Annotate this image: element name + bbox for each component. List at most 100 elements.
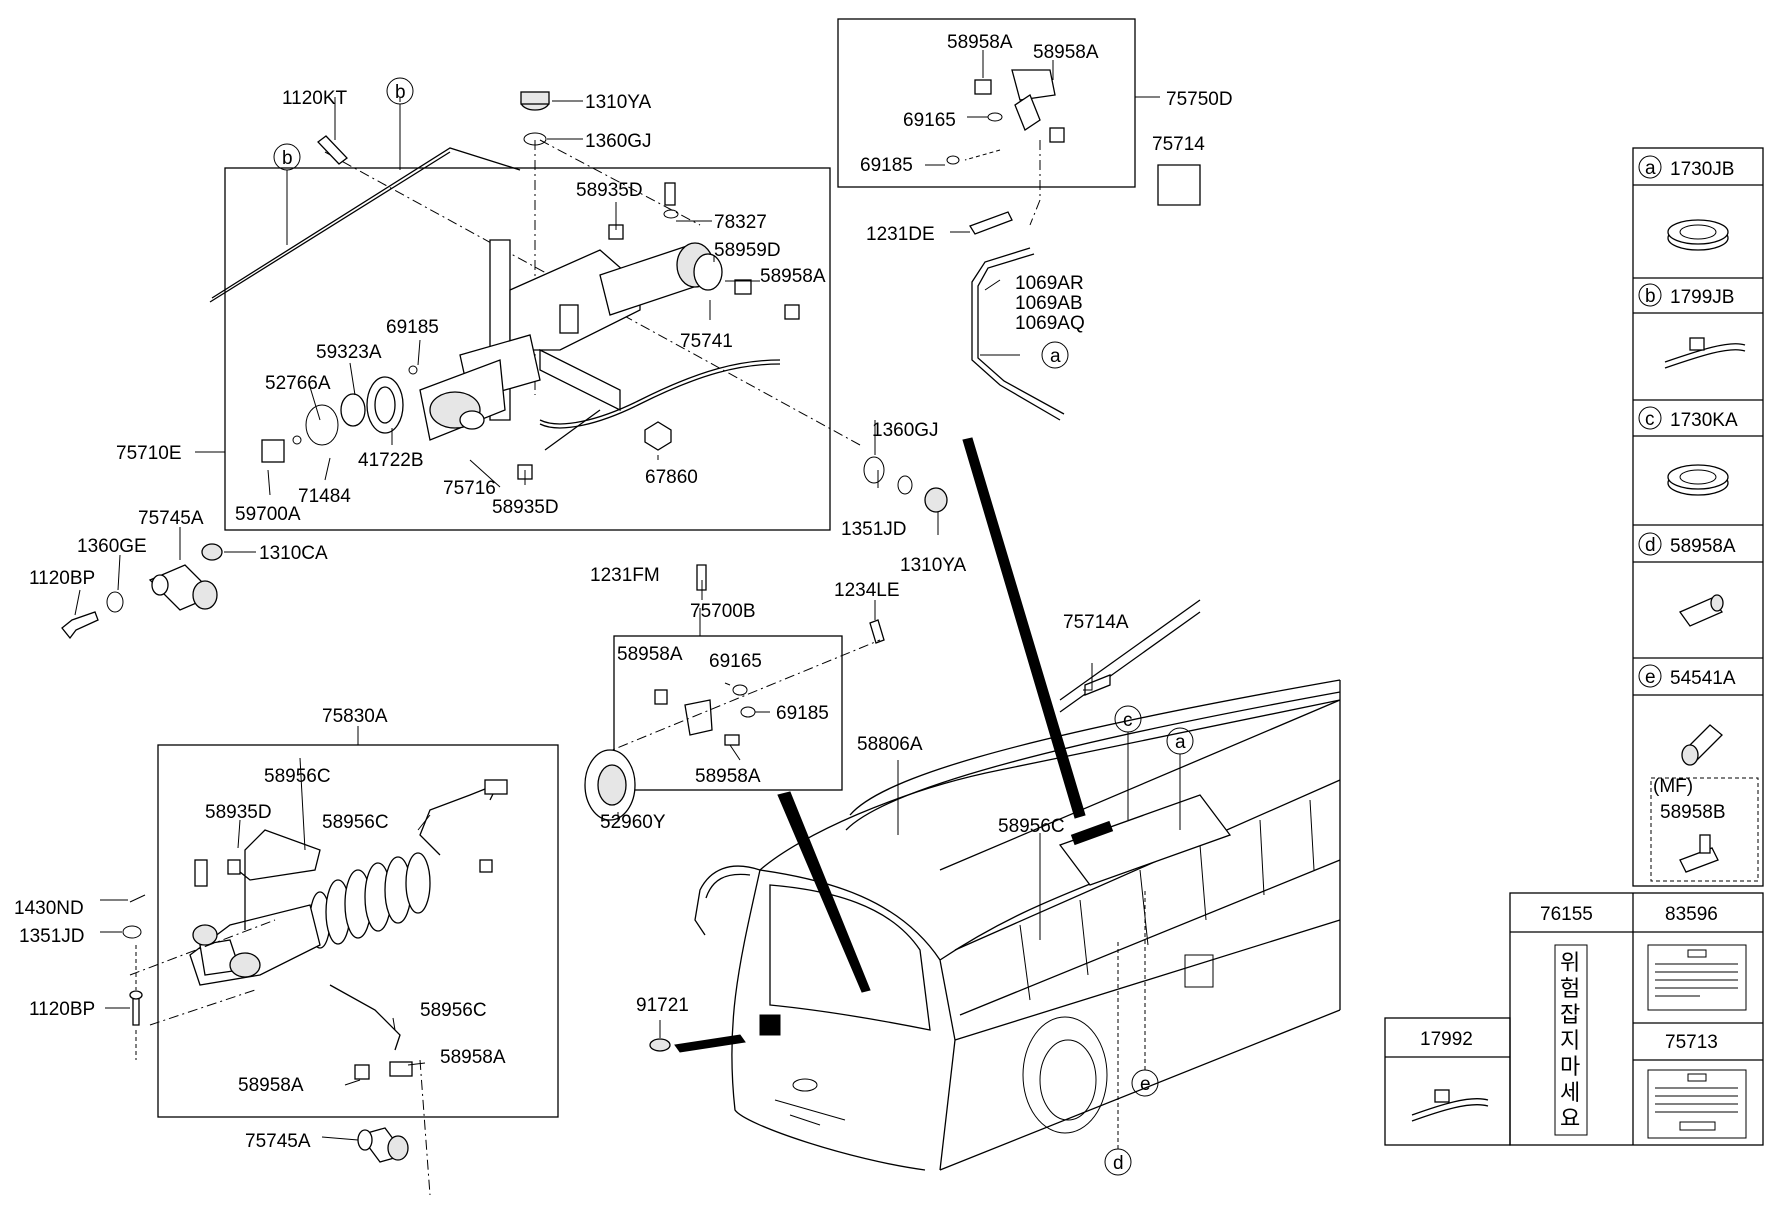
label-75714: 75714	[1152, 134, 1205, 155]
legend-text: a 1730JB b 1799JB c 1730KA d 58958A e 54…	[1645, 158, 1738, 823]
warning-char-7: 요	[1560, 1106, 1580, 1131]
label-75830A: 75830A	[322, 706, 388, 727]
legend-letter-e: e	[1645, 667, 1656, 688]
label-69185-top: 69185	[860, 155, 913, 176]
legend-code-1799JB: 1799JB	[1670, 287, 1734, 308]
sensor-box-75700B	[584, 564, 885, 821]
compressor-assembly	[209, 77, 948, 531]
legend-letter-b: b	[1645, 286, 1656, 307]
label-1069AR: 1069AR	[1015, 273, 1084, 294]
hose-1069	[971, 247, 1061, 421]
label-75710E: 75710E	[116, 443, 182, 464]
label-91721: 91721	[636, 995, 689, 1016]
warning-char-3: 잡	[1560, 1002, 1580, 1027]
label-a-bus: a	[1175, 732, 1186, 753]
label-52960Y: 52960Y	[600, 812, 666, 833]
legend-letter-a: a	[1645, 158, 1656, 179]
label-1234LE: 1234LE	[834, 580, 900, 601]
label-b-2: b	[282, 148, 293, 169]
label-75745A-bot: 75745A	[245, 1131, 311, 1152]
bolt-1234LE	[869, 619, 885, 644]
label-58958A-c1: 58958A	[617, 644, 683, 665]
leaders-compressor	[195, 97, 939, 535]
label-58958A-mid: 58958A	[760, 266, 826, 287]
legend-letter-d: d	[1645, 535, 1656, 556]
bolt-1120KT	[317, 135, 348, 165]
label-75700B: 75700B	[690, 601, 756, 622]
label-1360GE: 1360GE	[77, 536, 147, 557]
label-75716: 75716	[443, 478, 496, 499]
table-header-17992: 17992	[1420, 1029, 1473, 1050]
wheel	[1022, 1016, 1108, 1134]
label-1120BP-l: 1120BP	[29, 999, 95, 1020]
label-1231DE: 1231DE	[866, 224, 935, 245]
label-1360GJ-top: 1360GJ	[585, 131, 652, 152]
label-75750D: 75750D	[1166, 89, 1233, 110]
label-67860: 67860	[645, 467, 698, 488]
label-1310CA: 1310CA	[259, 543, 328, 564]
label-69185-c: 69185	[776, 703, 829, 724]
label-1351JD-r: 1351JD	[841, 519, 907, 540]
label-58935D-top: 58935D	[576, 180, 643, 201]
label-1069AQ: 1069AQ	[1015, 313, 1085, 334]
label-table-text: 76155 83596 17992 75713 위 험 잡 지 마 세 요	[1420, 904, 1718, 1131]
legend-code-54541A: 54541A	[1670, 668, 1736, 689]
label-58935D-l: 58935D	[205, 802, 272, 823]
label-58958A-l1: 58958A	[440, 1047, 506, 1068]
label-75741: 75741	[680, 331, 733, 352]
label-69165-top: 69165	[903, 110, 956, 131]
washer-1360GE	[106, 591, 124, 613]
label-71484: 71484	[298, 486, 351, 507]
label-59323A: 59323A	[316, 342, 382, 363]
label-58959D: 58959D	[714, 240, 781, 261]
legend-mf-label: (MF)	[1653, 776, 1693, 797]
label-1310YA-r: 1310YA	[900, 555, 967, 576]
legend-table	[1632, 147, 1764, 887]
label-58958A-b1: 58958A	[947, 32, 1013, 53]
compressor-frame	[224, 167, 831, 531]
table-header-76155: 76155	[1540, 904, 1593, 925]
label-75713-image	[1647, 1069, 1747, 1139]
left-small-parts	[100, 894, 146, 1060]
label-table	[1384, 892, 1764, 1146]
label-52766A: 52766A	[265, 373, 331, 394]
label-58806A: 58806A	[857, 734, 923, 755]
grommet-91721	[649, 1038, 671, 1052]
label-58956C-1: 58956C	[264, 766, 331, 787]
label-a-hose: a	[1050, 346, 1061, 367]
sweep-line-3	[674, 1034, 746, 1053]
label-58958A-c2: 58958A	[695, 766, 761, 787]
washer-1360GJ	[523, 132, 547, 146]
warning-char-1: 위	[1560, 950, 1580, 975]
label-83596-image	[1647, 944, 1747, 1011]
label-1351JD-l: 1351JD	[19, 926, 85, 947]
warning-label-76155	[1554, 944, 1588, 1136]
part-labels: 1120KT b b 1310YA 1360GJ 58935D 78327 58…	[14, 32, 1233, 1174]
block-67860	[644, 421, 672, 451]
legend-code-1730JB: 1730JB	[1670, 159, 1734, 180]
label-41722B: 41722B	[358, 450, 424, 471]
label-c-bus: c	[1123, 710, 1133, 731]
legend-letter-c: c	[1645, 409, 1655, 430]
valve-box-75830A	[129, 726, 559, 1196]
label-58956C-2: 58956C	[322, 812, 389, 833]
warning-char-2: 험	[1560, 976, 1580, 1001]
label-78327: 78327	[714, 212, 767, 233]
label-1069AB: 1069AB	[1015, 293, 1083, 314]
rod-upper	[211, 147, 521, 299]
label-1360GJ-r: 1360GJ	[872, 420, 939, 441]
label-69165-c: 69165	[709, 651, 762, 672]
label-75714A: 75714A	[1063, 612, 1129, 633]
valve-75745A-bottom	[321, 1127, 409, 1163]
legend-code-58958B: 58958B	[1660, 802, 1726, 823]
fitting-58958B-icon	[1679, 847, 1719, 873]
bus-illustration	[649, 437, 1341, 1176]
pin-1430ND	[129, 894, 146, 903]
label-1430ND: 1430ND	[14, 898, 84, 919]
washer-1351JD	[122, 925, 142, 939]
label-75714A	[1084, 674, 1111, 696]
label-d-bus: d	[1113, 1153, 1124, 1174]
label-1231FM: 1231FM	[590, 565, 660, 586]
warning-char-6: 세	[1560, 1080, 1580, 1105]
nut-1310CA	[201, 543, 223, 561]
